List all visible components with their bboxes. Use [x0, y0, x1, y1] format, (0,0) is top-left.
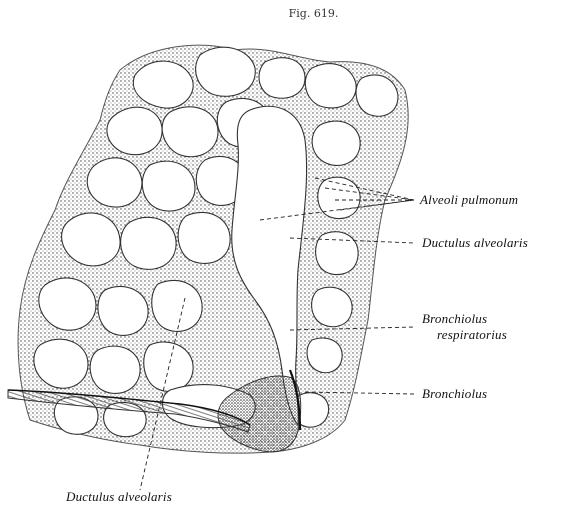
label-ductulus-alveolaris-bottom: Ductulus alveolaris [66, 489, 172, 505]
label-bronchiolus-respiratorius-line1: Bronchiolus [422, 311, 487, 327]
label-bronchiolus-respiratorius-line2: respiratorius [437, 327, 507, 343]
label-ductulus-alveolaris-right: Ductulus alveolaris [422, 235, 528, 251]
label-alveoli-pulmonum: Alveoli pulmonum [420, 192, 518, 208]
label-bronchiolus: Bronchiolus [422, 386, 487, 402]
